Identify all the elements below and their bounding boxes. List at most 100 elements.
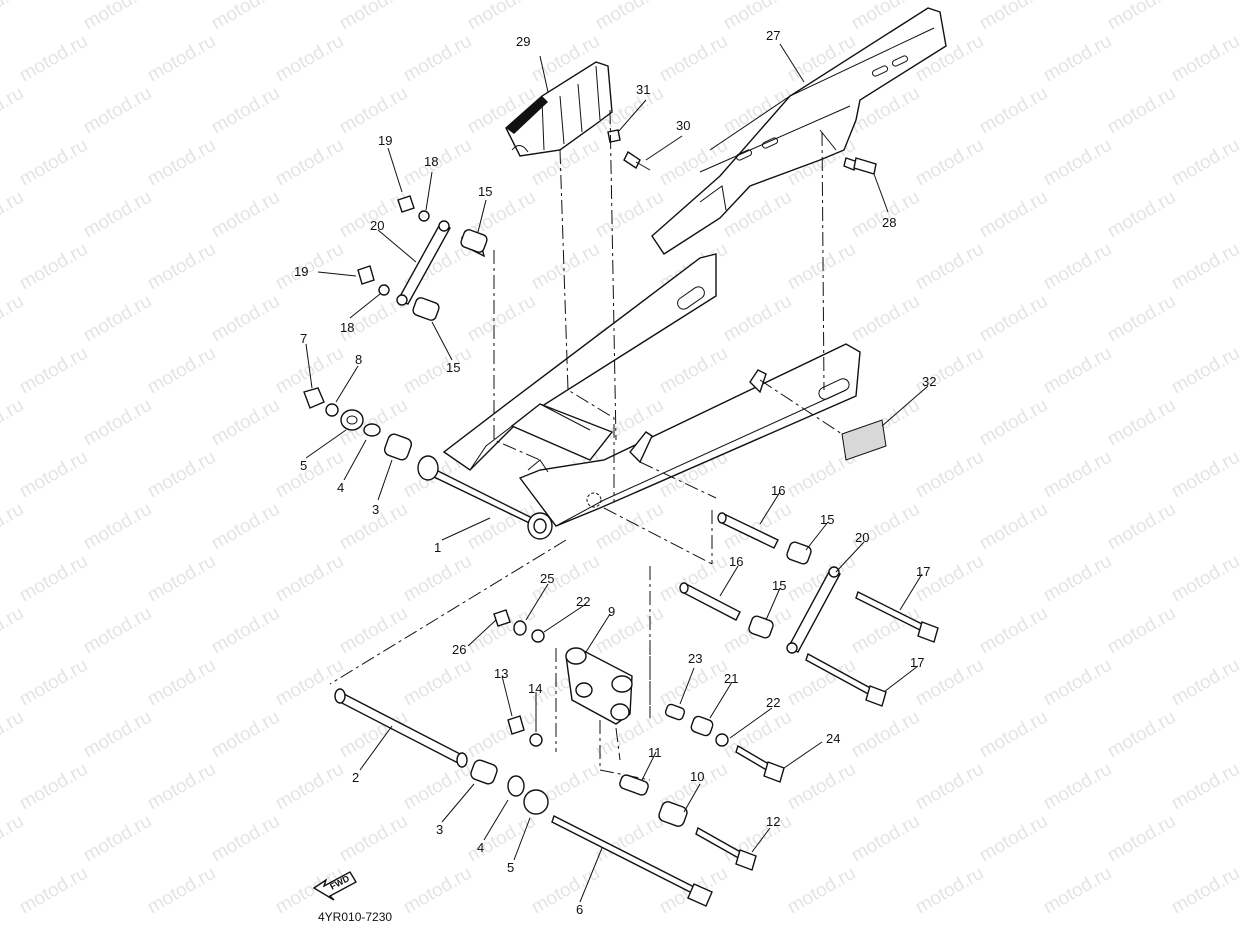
nut-19	[357, 195, 415, 285]
watermark-text: motod.ru	[208, 291, 283, 347]
callout-28: 28	[882, 215, 896, 230]
nut-13	[507, 715, 525, 735]
nut-7	[303, 387, 325, 409]
watermark-text: motod.ru	[1040, 863, 1115, 919]
callout-18-lower: 18	[340, 320, 354, 335]
bushing-15	[412, 229, 812, 639]
bolt-24	[735, 744, 785, 783]
watermark-text: motod.ru	[1040, 135, 1115, 191]
watermark-text: motod.ru	[1104, 603, 1179, 659]
watermark-text: motod.ru	[784, 863, 859, 919]
watermark-text: motod.ru	[16, 759, 91, 815]
callout-8: 8	[355, 352, 362, 367]
bolt-12	[695, 826, 757, 871]
watermark-text: motod.ru	[1104, 499, 1179, 555]
watermark-text: motod.ru	[912, 863, 987, 919]
bolt-28	[843, 157, 877, 175]
watermark-text: motod.ru	[1168, 239, 1243, 295]
watermark-text: motod.ru	[272, 31, 347, 87]
watermark-text: motod.ru	[80, 603, 155, 659]
callout-17-upper: 17	[916, 564, 930, 579]
watermark-text: motod.ru	[912, 239, 987, 295]
watermark-text: motod.ru	[912, 447, 987, 503]
watermark-text: motod.ru	[656, 343, 731, 399]
watermark-text: motod.ru	[0, 395, 27, 451]
watermark-text: motod.ru	[144, 863, 219, 919]
callout-9: 9	[608, 604, 615, 619]
washer-8	[325, 403, 339, 417]
watermark-text: motod.ru	[976, 707, 1051, 763]
callout-18-upper: 18	[424, 154, 438, 169]
callout-13: 13	[494, 666, 508, 681]
relay-arm-9	[565, 647, 633, 725]
watermark-text: motod.ru	[0, 499, 27, 555]
watermark-text: motod.ru	[144, 343, 219, 399]
watermark-text: motod.ru	[1040, 655, 1115, 711]
watermark-text: motod.ru	[336, 0, 411, 34]
watermark-text: motod.ru	[1040, 447, 1115, 503]
watermark-text: motod.ru	[272, 551, 347, 607]
watermark-text: motod.ru	[1168, 551, 1243, 607]
callout-22-lower: 22	[766, 695, 780, 710]
callout-1: 1	[434, 540, 441, 555]
callout-numbers: 1 2 3 3 4 4 5 5 6 7 8 9 10 11 12 13 14 1…	[294, 28, 936, 917]
watermark-text: motod.ru	[464, 291, 539, 347]
callout-5-upper: 5	[300, 458, 307, 473]
watermark-text: motod.ru	[336, 187, 411, 243]
watermark-text: motod.ru	[976, 395, 1051, 451]
watermark-text: motod.ru	[208, 83, 283, 139]
watermark-text: motod.ru	[1168, 863, 1243, 919]
watermark-text: motod.ru	[1168, 759, 1243, 815]
watermark-text: motod.ru	[80, 187, 155, 243]
chain-guard	[651, 7, 947, 255]
collar-21	[690, 715, 714, 737]
callout-2: 2	[352, 770, 359, 785]
watermark-text: motod.ru	[848, 499, 923, 555]
bolt-30	[623, 150, 651, 171]
watermark-text: motod.ru	[0, 187, 27, 243]
watermark-text: motod.ru	[0, 0, 27, 34]
bearing-3-lower	[470, 759, 498, 785]
callout-15-b: 15	[446, 360, 460, 375]
callout-25: 25	[540, 571, 554, 586]
watermark-text: motod.ru	[16, 655, 91, 711]
watermark-text: motod.ru	[80, 499, 155, 555]
callout-15-c: 15	[820, 512, 834, 527]
watermark-text: motod.ru	[1104, 291, 1179, 347]
watermark-text: motod.ru	[976, 603, 1051, 659]
washer-4-upper	[363, 423, 381, 437]
collar-23	[664, 703, 686, 721]
callout-20-upper: 20	[370, 218, 384, 233]
watermark-text: motod.ru	[144, 135, 219, 191]
watermark-text: motod.ru	[720, 0, 795, 34]
watermark-text: motod.ru	[1040, 31, 1115, 87]
watermark-text: motod.ru	[144, 655, 219, 711]
watermark-text: motod.ru	[912, 759, 987, 815]
watermark-text: motod.ru	[144, 239, 219, 295]
watermark-text: motod.ru	[848, 291, 923, 347]
watermark-text: motod.ru	[976, 0, 1051, 34]
washer-4-lower	[507, 775, 525, 797]
callout-26: 26	[452, 642, 466, 657]
watermark-text: motod.ru	[720, 291, 795, 347]
watermark-text: motod.ru	[976, 83, 1051, 139]
watermark-text: motod.ru	[144, 447, 219, 503]
watermark-text: motod.ru	[1040, 759, 1115, 815]
collar-16-lower	[679, 582, 741, 621]
watermark-text: motod.ru	[16, 863, 91, 919]
callout-31: 31	[636, 82, 650, 97]
callout-7: 7	[300, 331, 307, 346]
washer-25	[513, 620, 527, 636]
callout-16-lower: 16	[729, 554, 743, 569]
label-32	[841, 419, 887, 461]
watermark-text: motod.ru	[0, 811, 27, 867]
watermark-text: motod.ru	[1104, 83, 1179, 139]
watermark-text: motod.ru	[208, 0, 283, 34]
watermark-text: motod.ru	[208, 499, 283, 555]
watermark-text: motod.ru	[272, 239, 347, 295]
watermark-text: motod.ru	[0, 707, 27, 763]
watermark-text: motod.ru	[1104, 0, 1179, 34]
callout-17-lower: 17	[910, 655, 924, 670]
pin-11	[619, 774, 649, 796]
